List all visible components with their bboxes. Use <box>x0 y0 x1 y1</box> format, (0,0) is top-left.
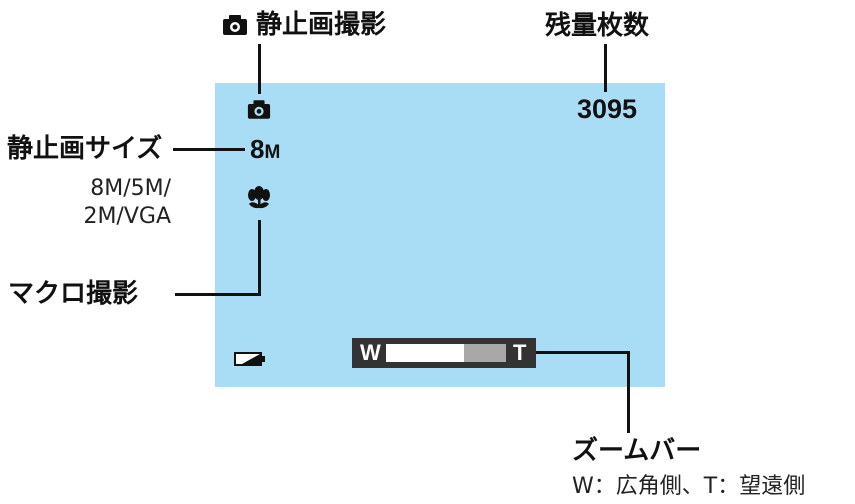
camera-lcd-screen <box>215 83 665 387</box>
image-size-options-line1: 8M/5M/ <box>90 176 171 201</box>
image-size-leader-line <box>173 148 245 151</box>
remaining-shots-label: 残量枚数 <box>545 11 650 41</box>
still-mode-text: 静止画撮影 <box>256 10 387 40</box>
zoom-bar-label: ズームバー <box>572 436 702 466</box>
image-size-number: 8 <box>250 134 265 164</box>
camera-icon <box>223 15 247 35</box>
image-size-value: 8M <box>250 136 280 162</box>
macro-flower-icon <box>248 186 270 209</box>
image-size-options: 8M/5M/ 2M/VGA <box>51 175 171 230</box>
image-size-label: 静止画サイズ <box>7 134 163 164</box>
zoom-bar-description: W：広角側、T：望遠側 <box>572 474 806 499</box>
macro-leader-vertical <box>258 220 261 296</box>
zoom-leader-horizontal <box>536 351 630 354</box>
image-size-unit: M <box>264 142 281 163</box>
zoom-bar: W T <box>352 338 536 368</box>
zoom-leader-vertical <box>627 351 630 433</box>
remaining-shots-leader-line <box>604 44 607 92</box>
battery-icon <box>234 352 265 366</box>
macro-label: マクロ撮影 <box>8 279 139 309</box>
shot-count: 3095 <box>577 94 638 124</box>
macro-leader-horizontal <box>175 293 261 296</box>
zoom-bar-indicator <box>464 344 506 362</box>
still-mode-label: 静止画撮影 <box>222 12 386 38</box>
zoom-wide-label: W <box>360 340 381 365</box>
still-mode-leader-line <box>258 44 261 94</box>
screen-camera-icon <box>247 100 271 119</box>
zoom-bar-track <box>386 344 464 362</box>
zoom-tele-label: T <box>513 340 527 365</box>
image-size-options-line2: 2M/VGA <box>83 203 171 229</box>
